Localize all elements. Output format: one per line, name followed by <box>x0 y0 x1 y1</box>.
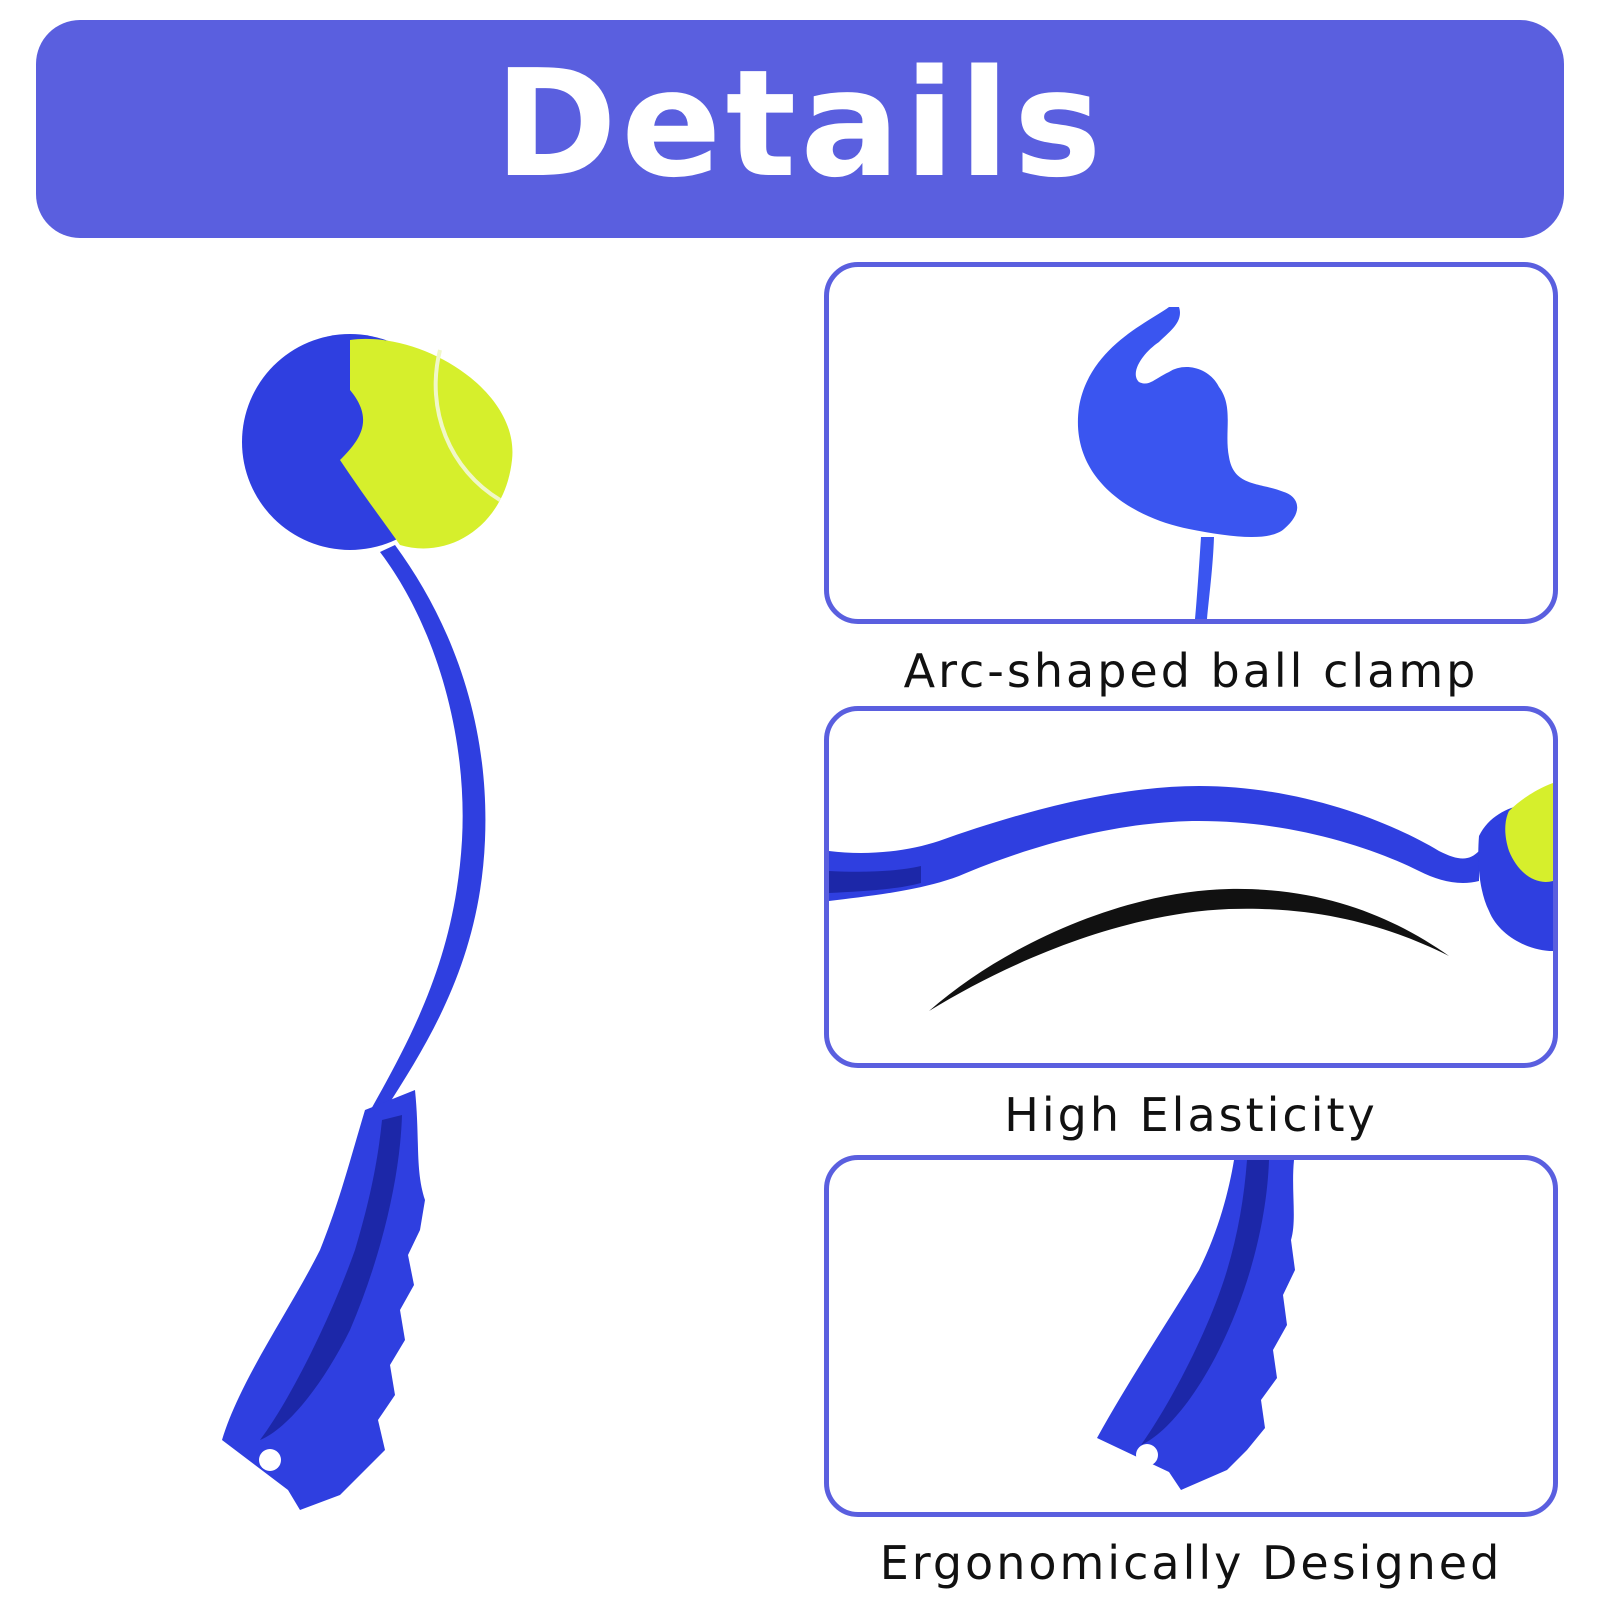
ergonomic-handle-image <box>1097 1160 1295 1490</box>
elasticity-image <box>829 783 1553 1011</box>
page-title: Details <box>494 38 1106 210</box>
feature-panel-elasticity <box>824 706 1558 1068</box>
ball-clamp-image <box>1077 307 1298 619</box>
feature-panel-ball-clamp <box>824 262 1558 624</box>
feature-caption-ergonomic: Ergonomically Designed <box>879 1536 1503 1590</box>
feature-caption-elasticity: High Elasticity <box>1004 1088 1378 1142</box>
feature-panel-ergonomic <box>824 1155 1558 1517</box>
feature-caption-ball-clamp: Arc-shaped ball clamp <box>903 644 1479 698</box>
ball-launcher-image <box>222 334 513 1510</box>
header-banner: Details <box>36 20 1564 238</box>
